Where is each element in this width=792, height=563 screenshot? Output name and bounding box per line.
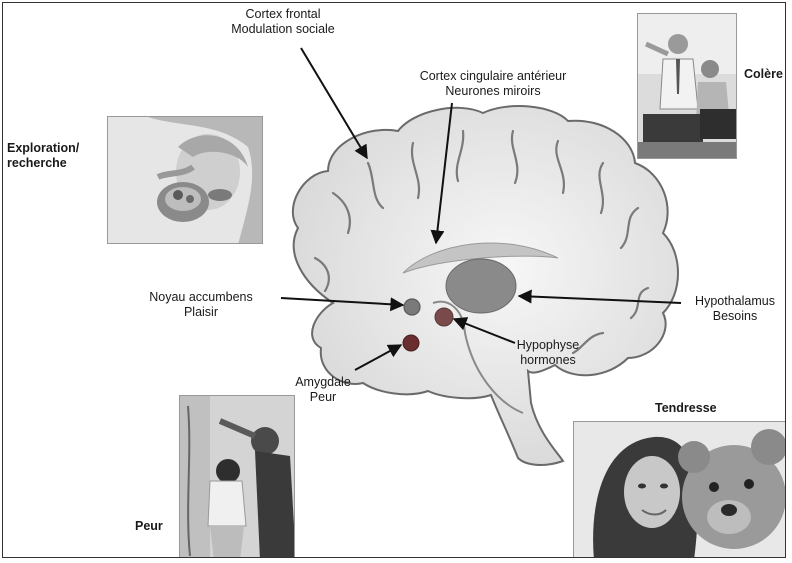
photo-tendresse: [573, 421, 786, 558]
emotion-tendresse: Tendresse: [655, 401, 717, 416]
label-cortex-frontal: Cortex frontal Modulation sociale: [203, 7, 363, 37]
label-cortex-cingulaire-title: Cortex cingulaire antérieur: [393, 69, 593, 84]
diagram-frame: Cortex frontal Modulation sociale Cortex…: [2, 2, 786, 558]
hypothalamus-shape: [446, 259, 516, 313]
photo-colere: [637, 13, 737, 159]
emotion-exploration: Exploration/ recherche: [7, 141, 79, 171]
label-plaisir: Plaisir: [131, 305, 271, 320]
label-amygdale: Amygdale Peur: [288, 375, 358, 405]
hypophyse-shape: [435, 308, 453, 326]
label-noyau-accumbens-title: Noyau accumbens: [131, 290, 271, 305]
label-cortex-cingulaire: Cortex cingulaire antérieur Neurones mir…: [393, 69, 593, 99]
photo-exploration: [107, 116, 263, 244]
arrow-cortex-frontal: [301, 48, 367, 158]
label-noyau-accumbens: Noyau accumbens Plaisir: [131, 290, 271, 320]
label-amygdale-title: Amygdale: [288, 375, 358, 390]
amygdale-shape: [403, 335, 419, 351]
label-peur-small: Peur: [288, 390, 358, 405]
emotion-exploration-line1: Exploration/: [7, 141, 79, 156]
photo-peur: [179, 395, 295, 558]
label-modulation-sociale: Modulation sociale: [203, 22, 363, 37]
label-hypothalamus: Hypothalamus Besoins: [685, 294, 785, 324]
noyau-accumbens-shape: [404, 299, 420, 315]
label-neurones-miroirs: Neurones miroirs: [393, 84, 593, 99]
label-hypophyse: Hypophyse hormones: [508, 338, 588, 368]
label-cortex-frontal-title: Cortex frontal: [203, 7, 363, 22]
emotion-colere: Colère: [744, 67, 783, 82]
label-hypophyse-title: Hypophyse: [508, 338, 588, 353]
label-hypothalamus-title: Hypothalamus: [685, 294, 785, 309]
emotion-peur: Peur: [135, 519, 163, 534]
label-hormones: hormones: [508, 353, 588, 368]
label-besoins: Besoins: [685, 309, 785, 324]
emotion-exploration-line2: recherche: [7, 156, 79, 171]
